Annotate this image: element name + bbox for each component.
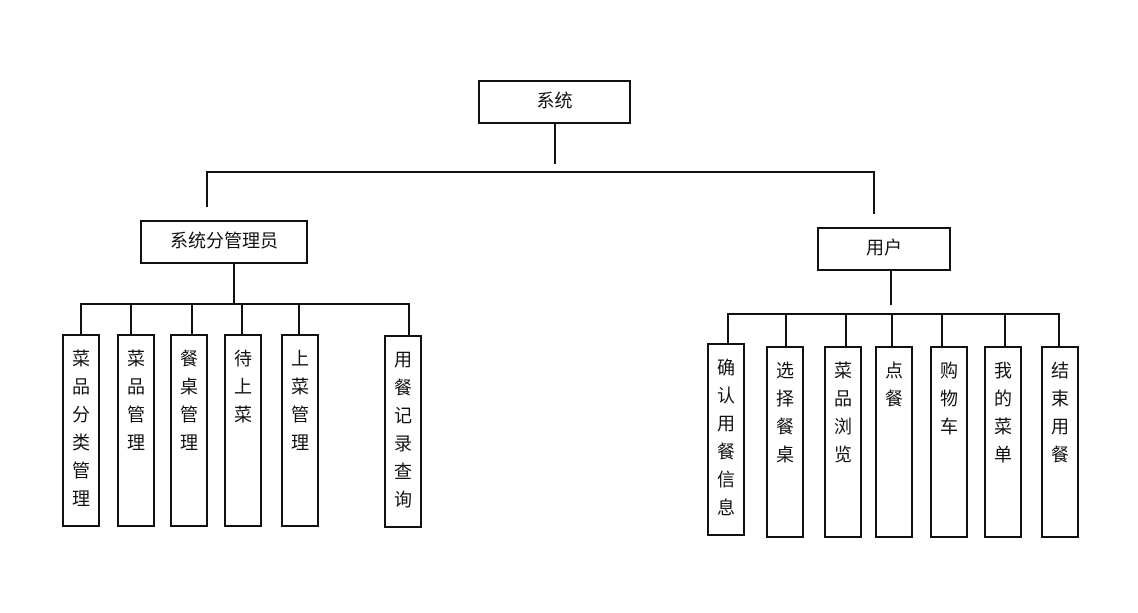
admin-child-node: 菜品分类管理 [62,334,100,527]
user-child-node: 选择餐桌 [766,346,804,538]
user-child-node: 我的菜单 [984,346,1022,538]
user-child-node: 确认用餐信息 [707,343,745,536]
user-child-label: 确认用餐信息 [717,358,735,519]
admin-child-node: 菜品管理 [117,334,155,527]
user-child-node: 菜品浏览 [824,346,862,538]
root-node: 系统 [478,80,631,124]
admin-child-label: 菜品分类管理 [72,349,90,510]
admin-child-label: 待上菜 [234,349,252,426]
admin-child-label: 餐桌管理 [180,349,198,454]
user-child-label: 购物车 [940,361,958,438]
admin-child-label: 上菜管理 [291,349,309,454]
user-child-label: 菜品浏览 [834,361,852,466]
admin-child-label: 菜品管理 [127,349,145,454]
user-node: 用户 [817,227,951,271]
admin-node-label: 系统分管理员 [170,231,278,252]
admin-node: 系统分管理员 [140,220,308,264]
user-child-node: 点餐 [875,346,913,538]
user-child-node: 结束用餐 [1041,346,1079,538]
admin-child-label: 用餐记录查询 [394,350,412,511]
admin-child-node: 餐桌管理 [170,334,208,527]
admin-child-node: 上菜管理 [281,334,319,527]
admin-child-node: 用餐记录查询 [384,335,422,528]
user-child-label: 我的菜单 [994,361,1012,466]
admin-child-node: 待上菜 [224,334,262,527]
root-node-label: 系统 [536,91,573,112]
user-child-node: 购物车 [930,346,968,538]
user-child-label: 结束用餐 [1051,361,1069,466]
user-node-label: 用户 [866,238,902,259]
user-child-label: 点餐 [885,361,903,410]
user-child-label: 选择餐桌 [776,361,794,466]
